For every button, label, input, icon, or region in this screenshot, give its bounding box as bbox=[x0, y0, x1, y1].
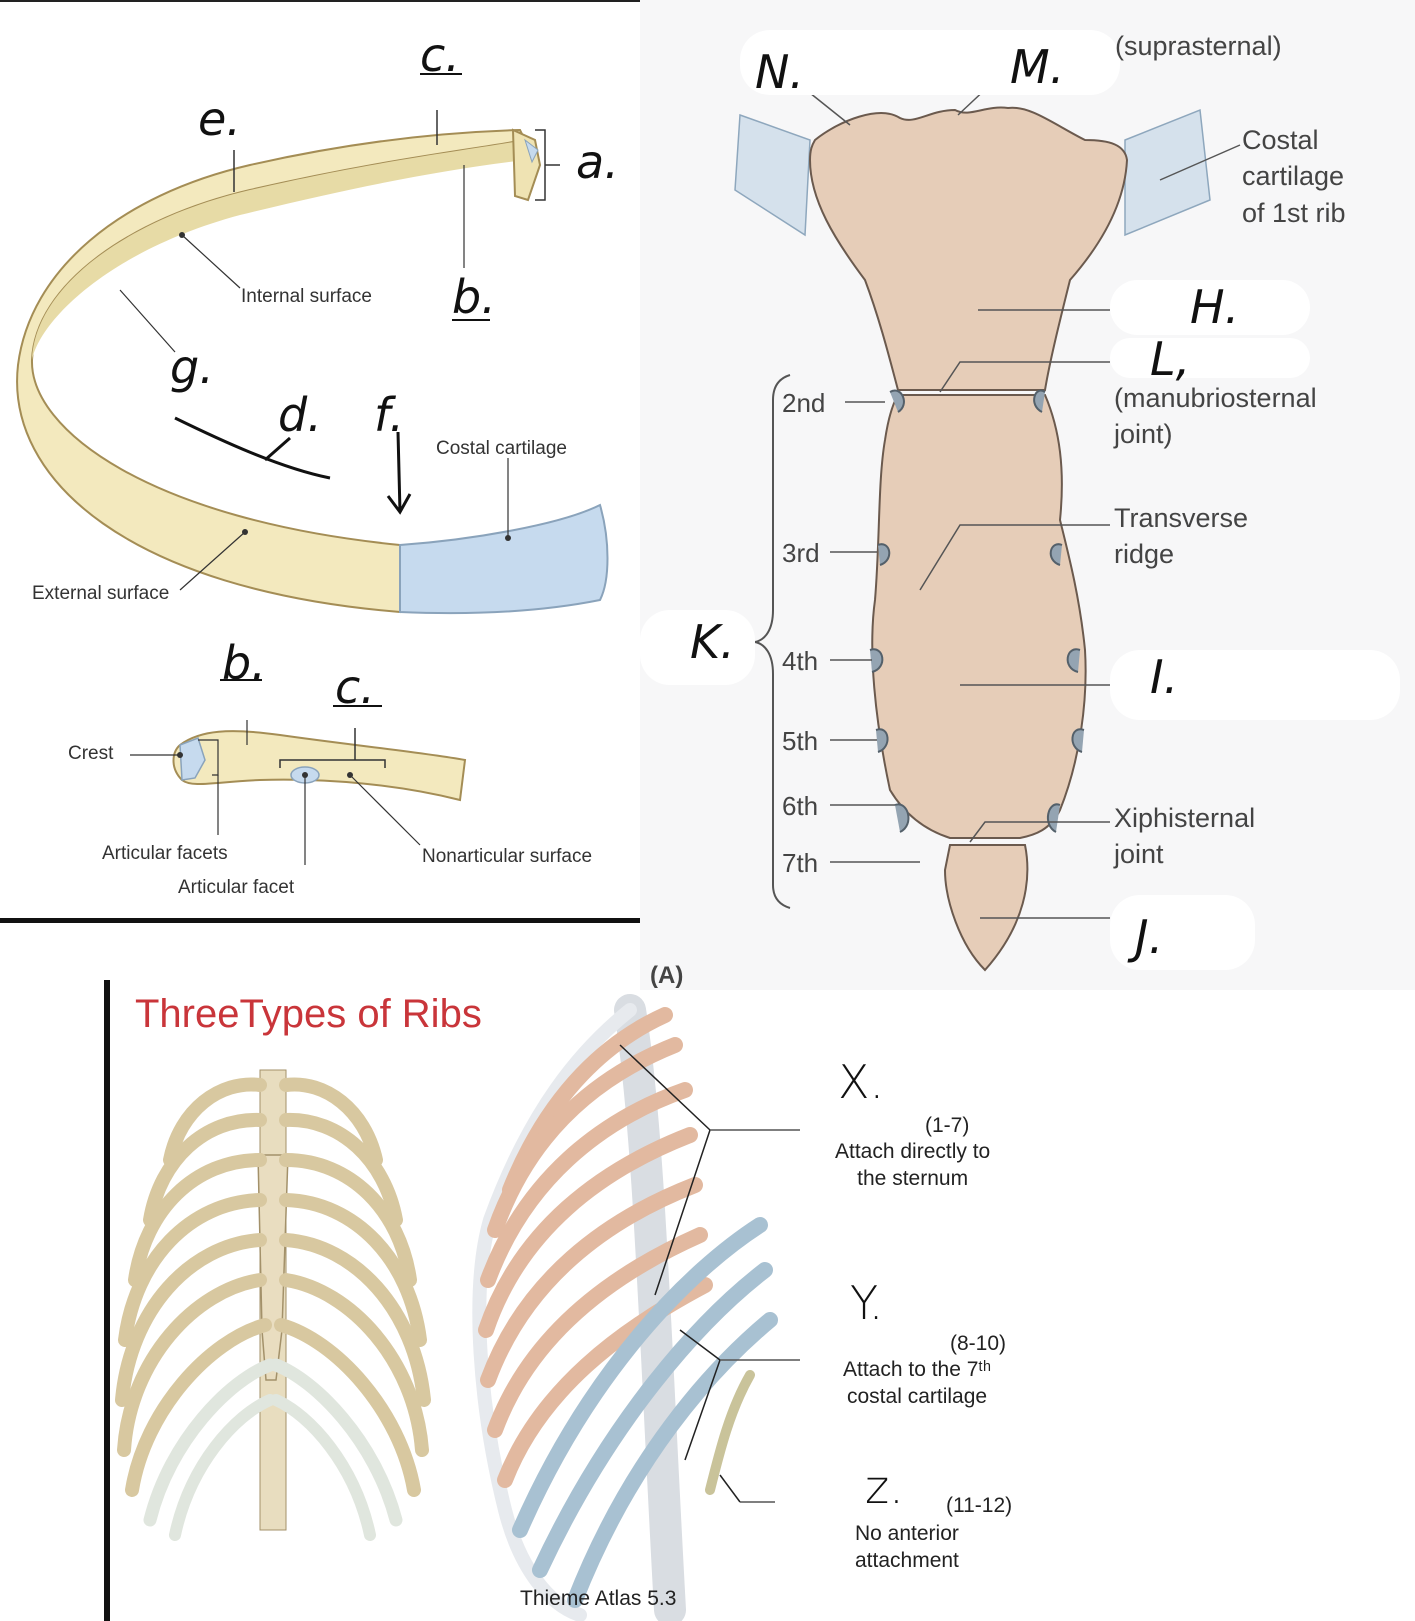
hand-y: Y. bbox=[850, 1276, 884, 1330]
hand-b-bottom: b. bbox=[222, 636, 266, 690]
xiphoid-process bbox=[943, 844, 1029, 972]
hand-c-bottom: c. bbox=[335, 660, 375, 714]
label-articular-facet: Articular facet bbox=[178, 877, 295, 898]
rib-number-4th: 4th bbox=[782, 646, 819, 676]
hand-j: J. bbox=[1135, 910, 1164, 964]
hand-a: a. bbox=[576, 135, 619, 189]
hand-b-top: b. bbox=[452, 270, 496, 324]
label-costal-cartilage: Costal cartilage bbox=[436, 438, 567, 459]
rib-head-detail bbox=[172, 730, 467, 802]
whiteout-nm bbox=[740, 30, 1120, 95]
rib-head bbox=[511, 128, 542, 202]
hand-d: d. bbox=[278, 388, 322, 442]
whiteout-h bbox=[1110, 280, 1310, 335]
sternum-panel: (suprasternal) Costal cartilage of 1st r… bbox=[640, 0, 1415, 990]
label-nonarticular-surface: Nonarticular surface bbox=[422, 846, 593, 867]
label-xiphisternal-joint: Xiphisternal joint bbox=[1114, 803, 1256, 870]
hand-l: L, bbox=[1150, 332, 1191, 386]
label-crest: Crest bbox=[68, 743, 114, 764]
label-manubriosternal-joint: (manubriosternal joint) bbox=[1114, 383, 1317, 450]
manubrium bbox=[808, 106, 1129, 391]
lateral-rib-cage bbox=[472, 994, 778, 1621]
anterior-rib-cage bbox=[115, 1069, 431, 1541]
costal-cartilage-shape bbox=[399, 503, 609, 615]
rib-types-title: ThreeTypes of Ribs bbox=[135, 992, 482, 1036]
rib-number-3rd: 3rd bbox=[782, 538, 820, 568]
figure-id: (A) bbox=[650, 962, 684, 989]
hand-h: H. bbox=[1190, 280, 1240, 334]
hand-m: M. bbox=[1010, 40, 1065, 94]
rib-type-2-desc: Attach to the 7ᵗʰ costal cartilage bbox=[843, 1358, 992, 1409]
whiteout-l bbox=[1110, 338, 1310, 378]
hand-x: X. bbox=[838, 1055, 885, 1109]
whiteout-j bbox=[1110, 895, 1255, 970]
rib-head-facet bbox=[524, 138, 539, 164]
hand-e: e. bbox=[198, 92, 241, 146]
rib-number-2nd: 2nd bbox=[782, 388, 826, 418]
left-panel-divider bbox=[0, 918, 640, 923]
hand-f: f. bbox=[374, 388, 405, 442]
label-external-surface: External surface bbox=[32, 583, 170, 604]
rib-type-3-range: (11-12) bbox=[946, 1494, 1013, 1517]
whiteout-i bbox=[1110, 650, 1400, 720]
rib-head-facet-detail bbox=[179, 737, 206, 781]
bottom-panel-left-bar bbox=[104, 980, 110, 1621]
rib-type-2-range: (8-10) bbox=[950, 1332, 1007, 1355]
rib-illustration bbox=[16, 73, 609, 865]
rib-internal-shade bbox=[32, 140, 525, 360]
hand-n: N. bbox=[755, 45, 805, 99]
label-suprasternal: (suprasternal) bbox=[1115, 31, 1282, 61]
bracket-a bbox=[535, 129, 560, 201]
rib-type-1-range: (1-7) bbox=[925, 1114, 970, 1137]
label-internal-surface: Internal surface bbox=[241, 286, 372, 307]
hand-z: z. bbox=[865, 1460, 904, 1514]
hand-g: g. bbox=[170, 340, 214, 394]
brace-k bbox=[754, 374, 791, 909]
first-rib-cartilage-right bbox=[1124, 108, 1211, 237]
rib-number-7th: 7th bbox=[782, 848, 819, 878]
whiteout-k bbox=[640, 610, 755, 685]
sternum-illustration bbox=[640, 0, 1415, 990]
rib-number-6th: 6th bbox=[782, 791, 819, 821]
rib-types-panel: ThreeTypes of Ribs bbox=[110, 990, 1415, 1621]
figure-credit: Thieme Atlas 5.3 bbox=[520, 1587, 677, 1610]
sternum-body bbox=[871, 394, 1087, 839]
hand-k: K. bbox=[690, 615, 735, 669]
label-articular-facets: Articular facets bbox=[102, 843, 228, 864]
label-transverse-ridge: Transverse ridge bbox=[1114, 503, 1249, 570]
rib-type-1-desc: Attach directly to the sternum bbox=[835, 1140, 991, 1191]
rib-cage-illustrations bbox=[115, 994, 800, 1621]
rib-number-5th: 5th bbox=[782, 726, 819, 756]
first-rib-cartilage-left bbox=[734, 113, 811, 237]
rib-panel: Internal surface Costal cartilage Extern… bbox=[0, 0, 640, 915]
hand-c-top: c. bbox=[420, 28, 460, 82]
label-costal-cartilage-1st-rib: Costal cartilage of 1st rib bbox=[1242, 125, 1346, 228]
rib-type-3-desc: No anterior attachment bbox=[855, 1522, 959, 1573]
hand-i: I. bbox=[1150, 650, 1179, 704]
